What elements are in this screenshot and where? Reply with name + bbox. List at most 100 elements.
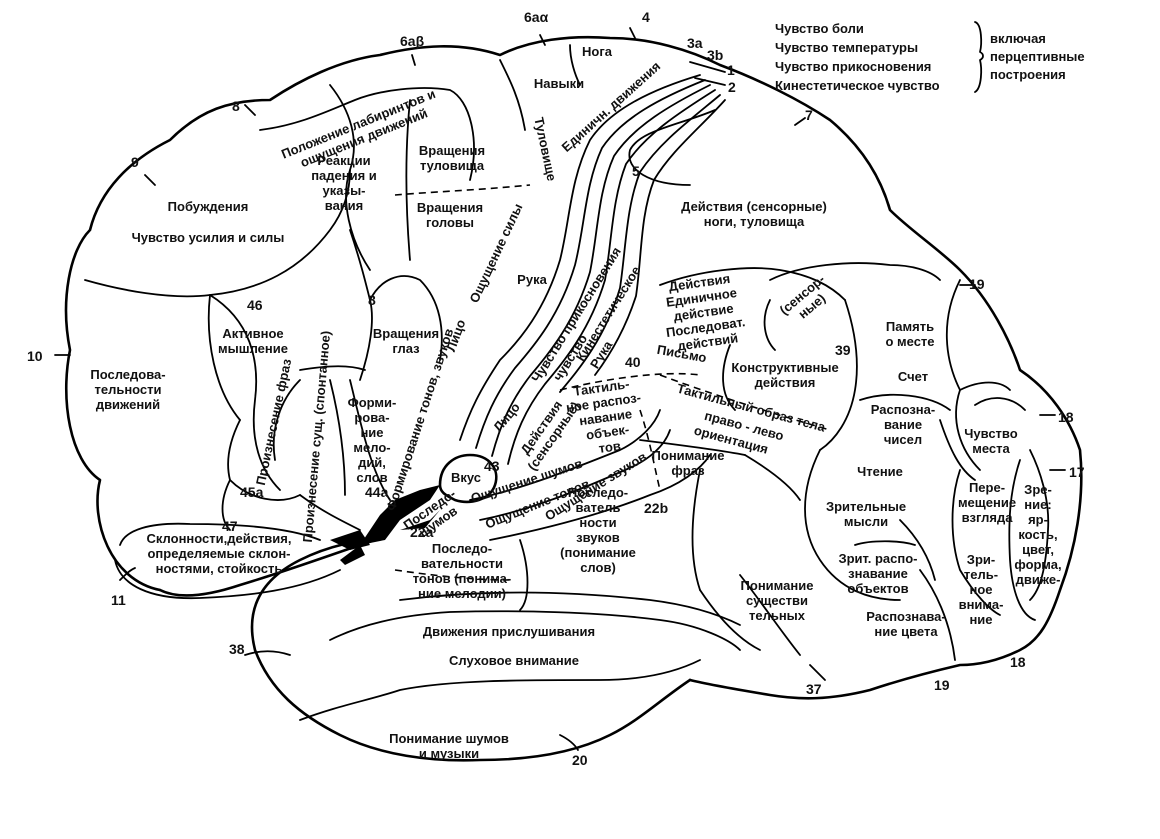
strip-label-tulovishche: Туловище	[531, 116, 559, 182]
area-number: 43	[484, 458, 500, 474]
region-label-raspoznavanie-cveta: Распознава-ние цвета	[866, 609, 946, 639]
area-number: 46	[247, 297, 263, 313]
area-number: 17	[1069, 464, 1085, 480]
region-label-line: яр-	[1028, 512, 1048, 527]
region-label-chtenie: Чтение	[857, 464, 903, 479]
region-label-line: мещение	[958, 495, 1016, 510]
region-label-line: Последова-	[90, 367, 165, 382]
region-label-line: Вращения	[417, 200, 483, 215]
area-number: 2	[728, 79, 736, 95]
area-number: 7	[805, 107, 813, 123]
region-label-deistviya: ДействияЕдиничноедействиеПоследоват.дейс…	[659, 270, 748, 355]
region-label-line: туловища	[420, 158, 485, 173]
strip-label-proiznesenie-sushch: Произнесение сущ. (спонтанное)	[300, 330, 333, 543]
region-label-line: слов	[356, 470, 387, 485]
region-label-line: Зрительные	[826, 499, 906, 514]
region-label-line: звуков	[576, 530, 620, 545]
region-label-line: Последо-	[432, 541, 492, 556]
legend-item: Чувство боли	[775, 21, 864, 36]
region-label-line: движе-	[1016, 572, 1061, 587]
area-number: 10	[27, 348, 43, 364]
area-number: 11	[111, 592, 126, 608]
area-number: 18	[1010, 654, 1026, 670]
region-labels: Навыки Нога Положение лабиринтов иощущен…	[90, 44, 1061, 761]
area-number: 47	[222, 518, 238, 534]
region-label-line: мышление	[218, 341, 288, 356]
legend-item: Чувство температуры	[775, 40, 918, 55]
region-label-line: ние цвета	[874, 624, 938, 639]
region-label-line: Слуховое внимание	[449, 653, 579, 668]
region-label-line: Рука	[517, 272, 547, 287]
legend-note: перцептивные	[990, 49, 1085, 64]
area-number: 19	[969, 276, 985, 292]
region-label-line: действия	[755, 375, 816, 390]
area-number: 45a	[240, 484, 264, 500]
region-label-line: Форми-	[348, 395, 397, 410]
region-label-line: Побуждения	[168, 199, 249, 214]
region-label-line: вания	[325, 198, 363, 213]
area-number: 18	[1058, 409, 1074, 425]
area-number: 38	[229, 641, 245, 657]
region-label-line: Понимание	[741, 578, 814, 593]
region-label-line: кость,	[1018, 527, 1057, 542]
region-label-navyki: Навыки	[534, 76, 584, 91]
region-label-line: ности	[579, 515, 616, 530]
area-number: 22a	[410, 524, 434, 540]
region-label-zrenie: Зре-ние:яр-кость,цвет,форма,движе-	[1014, 482, 1061, 587]
region-label-line: ние	[969, 612, 992, 627]
area-number: 6aα	[524, 9, 549, 25]
area-number: 6aβ	[400, 33, 425, 49]
region-label-line: Понимание	[652, 448, 725, 463]
region-label-vkus: Вкус	[451, 470, 481, 485]
region-label-chuvstvo-usiliya: Чувство усилия и силы	[132, 230, 285, 245]
region-label-line: взгляда	[962, 510, 1014, 525]
region-label-line: вательности	[421, 556, 503, 571]
region-label-sklonnosti: Склонности,действия,определяемые склон-н…	[146, 531, 291, 576]
area-number: 9	[131, 154, 139, 170]
legend-note: построения	[990, 67, 1066, 82]
region-label-line: Вращения	[373, 326, 439, 341]
region-label-line: Чувство усилия и силы	[132, 230, 285, 245]
area-number: 44a	[365, 484, 389, 500]
area-number: 3a	[687, 35, 703, 51]
region-label-line: форма,	[1014, 557, 1061, 572]
area-number: 40	[625, 354, 641, 370]
region-label-line: ноги, туловища	[704, 214, 805, 229]
legend-brace	[974, 21, 984, 93]
legend: Чувство боли Чувство температуры Чувство…	[775, 21, 1085, 93]
region-label-line: (понимание	[560, 545, 636, 560]
region-label-line: и музыки	[419, 746, 479, 761]
region-label-line: падения и	[311, 168, 377, 183]
region-label-line: Зре-	[1024, 482, 1052, 497]
region-label-line: Реакции	[317, 153, 370, 168]
region-label-line: тель-	[964, 567, 998, 582]
region-label-slukhovoe-vnimanie: Слуховое внимание	[449, 653, 579, 668]
area-43-loop	[438, 453, 498, 504]
region-label-line: Склонности,действия,	[146, 531, 291, 546]
region-label-deistviya-sensornye: Действия (сенсорные)ноги, туловища	[681, 199, 827, 229]
region-label-line: Активное	[222, 326, 283, 341]
region-label-line: ватель	[576, 500, 621, 515]
legend-note: включая	[990, 31, 1046, 46]
region-label-pobuzhdeniya: Побуждения	[168, 199, 249, 214]
region-label-line: Чувство	[964, 426, 1017, 441]
region-label-line: Последо-	[568, 485, 628, 500]
region-label-line: тельных	[749, 608, 806, 623]
area-numbers: 1 2 3a 3b 4 5 6aα 6aβ 7 8 8 9 10 11 17 1…	[27, 9, 1085, 768]
region-label-line: Счет	[898, 369, 928, 384]
area-number: 3b	[707, 47, 723, 63]
strip-label-proiznesenie-fraz: Произнесение фраз	[253, 357, 295, 487]
